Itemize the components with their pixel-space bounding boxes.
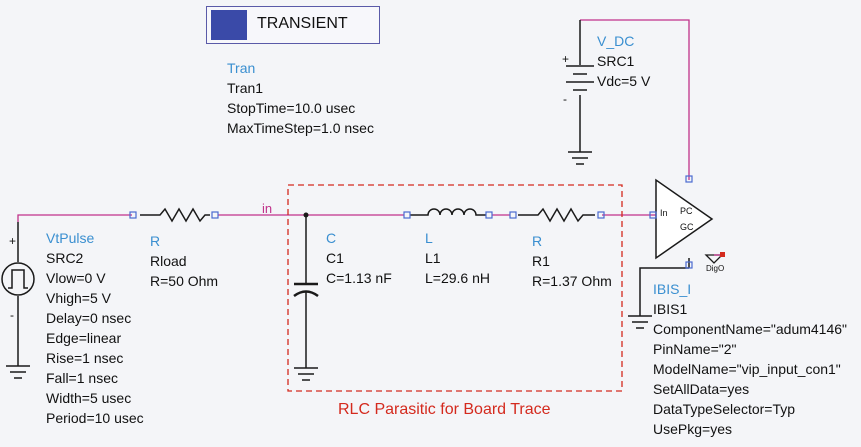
wire-source-top[interactable] [17, 214, 132, 222]
vtpulse-param: Period=10 usec [46, 410, 144, 426]
ibis-buffer-triangle[interactable] [655, 178, 714, 260]
vtpulse-minus-sign: - [10, 308, 14, 322]
c1-instance: C1 [326, 250, 344, 266]
vtpulse-type: VtPulse [46, 230, 95, 246]
vtpulse-plus-sign: + [9, 234, 17, 248]
r1-resistor[interactable] [518, 207, 595, 223]
c1-capacitor[interactable] [293, 282, 319, 298]
ibis-type: IBIS_I [653, 281, 692, 297]
r1-instance: R1 [532, 253, 550, 269]
vtpulse-param: Vlow=0 V [46, 270, 106, 286]
tran-instance: Tran1 [227, 80, 264, 96]
vtpulse-param: Fall=1 nsec [46, 370, 118, 386]
digo-label: DigO [706, 264, 725, 273]
vtpulse-param: Width=5 usec [46, 390, 132, 406]
vdc-battery[interactable] [566, 65, 594, 91]
pin-markers [129, 175, 693, 269]
ibis-instance: IBIS1 [653, 301, 688, 317]
c1-type: C [326, 230, 337, 246]
rload-value: R=50 Ohm [150, 273, 219, 289]
ibis-pin-gc: GC [680, 222, 694, 232]
l1-type: L [425, 230, 433, 246]
l1-inductor[interactable] [410, 208, 486, 216]
rlc-caption: RLC Parasitic for Board Trace [338, 401, 551, 418]
vdc-minus-sign: - [563, 92, 567, 106]
net-label-in: in [262, 201, 273, 216]
ground-icon [568, 151, 592, 165]
vdc-instance: SRC1 [597, 53, 635, 69]
tran-type: Tran [227, 60, 256, 76]
rload-type: R [150, 233, 161, 249]
vdc-plus-sign: + [562, 52, 570, 66]
transient-title: TRANSIENT [257, 15, 348, 32]
transient-clock-icon [211, 10, 247, 40]
ibis-param: PinName="2" [653, 341, 737, 357]
r1-type: R [532, 233, 543, 249]
digo-pin-marker [720, 252, 725, 257]
digo-terminal-icon [704, 254, 724, 264]
wires [17, 19, 690, 222]
c1-value: C=1.13 nF [326, 270, 392, 286]
ibis-param: DataTypeSelector=Typ [653, 401, 796, 417]
vtpulse-param: Rise=1 nsec [46, 350, 124, 366]
ibis-param: ModelName="vip_input_con1" [653, 361, 841, 377]
ibis-pin-pc: PC [680, 206, 693, 216]
tran-max-step: MaxTimeStep=1.0 nsec [227, 120, 374, 136]
vtpulse-instance: SRC2 [46, 250, 84, 266]
ground-icon [628, 315, 652, 329]
ground-icon [294, 367, 318, 381]
ibis-param: ComponentName="adum4146" [653, 321, 848, 337]
rload-instance: Rload [150, 253, 187, 269]
vtpulse-source[interactable] [1, 262, 35, 296]
rload-resistor[interactable] [140, 207, 210, 223]
ibis-pin-in: In [660, 208, 668, 218]
ibis-param: SetAllData=yes [653, 381, 750, 397]
net-junction [303, 212, 309, 218]
l1-value: L=29.6 nH [425, 270, 490, 286]
vtpulse-param: Edge=linear [46, 330, 122, 346]
component-leads [17, 20, 690, 368]
ground-icon [6, 365, 30, 379]
tran-stop-time: StopTime=10.0 usec [227, 100, 356, 116]
ibis-param: UsePkg=yes [653, 421, 732, 437]
r1-value: R=1.37 Ohm [532, 273, 612, 289]
vtpulse-param: Delay=0 nsec [46, 310, 132, 326]
transient-controller[interactable]: TRANSIENT [206, 6, 380, 44]
vdc-value: Vdc=5 V [597, 73, 651, 89]
wire-vdc-pc[interactable] [580, 19, 690, 180]
l1-instance: L1 [425, 250, 441, 266]
vdc-type: V_DC [597, 33, 635, 49]
vtpulse-param: Vhigh=5 V [46, 290, 111, 306]
